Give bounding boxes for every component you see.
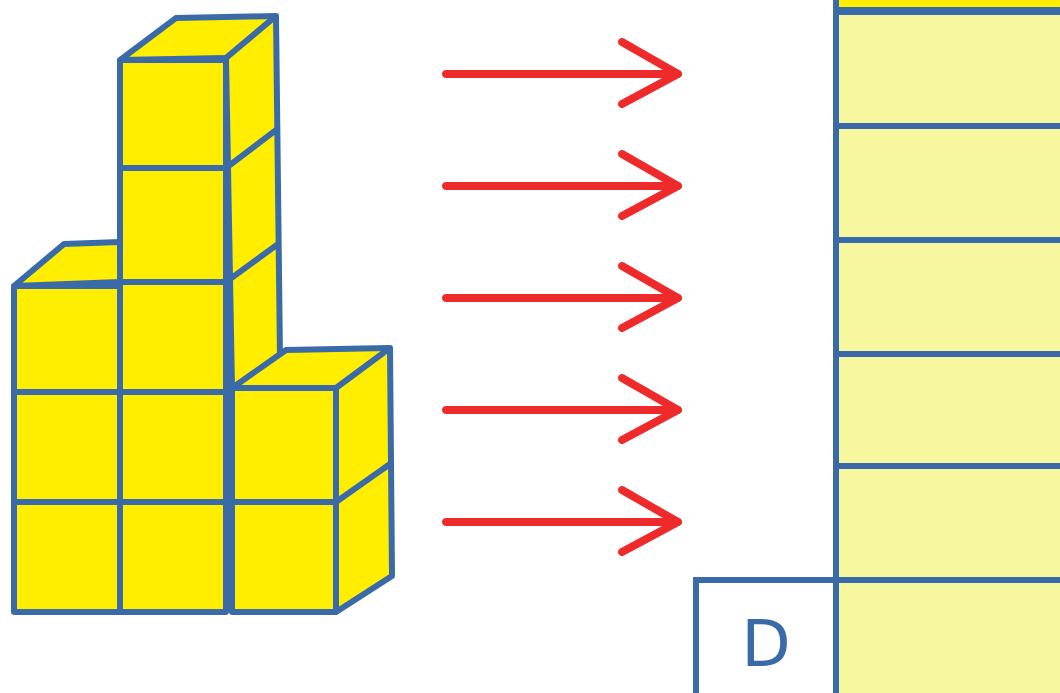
cube-front-tower-top <box>117 57 229 171</box>
cube-front-column2-middle <box>117 279 229 395</box>
cube-front-right-middle <box>229 385 339 505</box>
cube-front-left-middle <box>11 389 123 505</box>
cube-front-left-top <box>11 283 123 395</box>
arrow-4 <box>442 374 682 444</box>
tower-side-edge-2 <box>223 241 281 285</box>
tower-right-face <box>223 13 283 391</box>
left-column-top-face <box>11 239 123 289</box>
view-row <box>833 9 1060 129</box>
view-row <box>833 463 1060 583</box>
view-option: D <box>693 0 1060 693</box>
view-top-sliver <box>833 0 1060 13</box>
cube-front-tower-upper <box>117 165 229 285</box>
cube-front-left-bottom <box>11 499 123 615</box>
arrow-2 <box>442 150 682 220</box>
tower-side-edge-1 <box>223 127 279 171</box>
option-label: D <box>741 608 790 682</box>
view-row <box>833 237 1060 357</box>
arrow-3 <box>442 262 682 332</box>
cube-front-column2-lower <box>117 389 229 505</box>
cube-front-right-bottom <box>229 499 339 615</box>
view-row <box>833 123 1060 243</box>
cube-structure <box>11 13 395 615</box>
arrow-1 <box>442 38 682 108</box>
view-row <box>833 577 1060 693</box>
option-label-box <box>693 577 839 693</box>
arrow-5 <box>442 486 682 556</box>
arrows <box>442 38 682 556</box>
cube-front-column2-bottom <box>117 499 229 615</box>
right-side-edge <box>333 461 393 505</box>
view-row <box>833 351 1060 469</box>
